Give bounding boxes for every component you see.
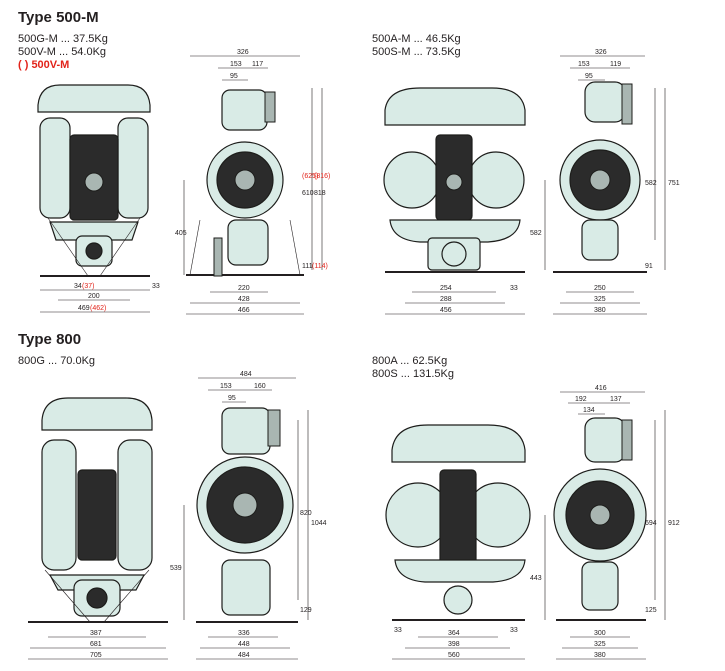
dim-800f-681: 681 (90, 641, 102, 648)
dim-800ms-192: 192 (575, 396, 587, 403)
red-note-text: ( ) 500V-M (18, 59, 70, 71)
dim-800ms-125: 125 (645, 607, 657, 614)
dim-500ms-325: 325 (594, 296, 606, 303)
dim-500ms-582b: 582 (530, 230, 542, 237)
dim-800f-387: 387 (90, 630, 102, 637)
dim-800s-1044: 1044 (311, 520, 327, 527)
dim-800s-153: 153 (220, 383, 232, 390)
pump-800-metal-front-drawing (385, 424, 531, 621)
type-800-right-spec-2: 800S ... 131.5Kg (372, 368, 454, 380)
dim-800ms-443: 443 (530, 575, 542, 582)
pump-500-metal-front-drawing (383, 87, 526, 273)
pump-800-side-drawing (196, 407, 298, 623)
dim-500s-818: 818 (314, 190, 326, 197)
dim-500ms-153: 153 (578, 61, 590, 68)
dim-800ms-380: 380 (594, 652, 606, 659)
dim-500f-469: 469 (78, 305, 90, 312)
dim-800s-448: 448 (238, 641, 250, 648)
dim-800ms-134: 134 (583, 407, 595, 414)
type-500-left-spec-1: 500G-M ... 37.5Kg (18, 33, 108, 45)
pump-800-metal-side-drawing (553, 417, 647, 621)
dim-500f-200: 200 (88, 293, 100, 300)
pump-500-front-drawing (37, 84, 151, 277)
dim-500s-153: 153 (230, 61, 242, 68)
dim-800s-484b: 484 (238, 652, 250, 659)
type-500-right-spec-1: 500A-M ... 46.5Kg (372, 33, 461, 45)
dim-800f-705: 705 (90, 652, 102, 659)
dim-800mf-33a: 33 (394, 627, 402, 634)
dim-500ms-250: 250 (594, 285, 606, 292)
dim-500s-625: (625) (302, 173, 318, 180)
dim-800ms-325: 325 (594, 641, 606, 648)
dim-800mf-398: 398 (448, 641, 460, 648)
dim-500mf-288: 288 (440, 296, 452, 303)
dim-500s-220: 220 (238, 285, 250, 292)
dim-500s-111: 111 (302, 263, 313, 270)
dim-500s-405: 405 (175, 230, 187, 237)
dim-500ms-751: 751 (668, 180, 680, 187)
dim-500ms-95: 95 (585, 73, 593, 80)
dim-800s-484a: 484 (240, 371, 252, 378)
dim-500f-37: (37) (82, 283, 94, 290)
dim-500s-466: 466 (238, 307, 250, 314)
pump-800-front-drawing (28, 397, 168, 623)
dim-500ms-119: 119 (610, 61, 621, 68)
dim-500mf-33: 33 (510, 285, 518, 292)
dim-500f-34: 34 (74, 283, 82, 290)
dim-800s-820: 820 (300, 510, 312, 517)
dim-500mf-456: 456 (440, 307, 452, 314)
dim-800mf-364: 364 (448, 630, 460, 637)
dim-500s-117: 117 (252, 61, 263, 68)
dim-800ms-416: 416 (595, 385, 607, 392)
dim-500s-114: (114) (312, 263, 328, 270)
type-800-title: Type 800 (18, 331, 82, 348)
dim-500ms-380: 380 (594, 307, 606, 314)
dim-800mf-560: 560 (448, 652, 460, 659)
dim-800ms-137: 137 (610, 396, 622, 403)
dim-500mf-254: 254 (440, 285, 452, 292)
dim-800mf-33b: 33 (510, 627, 518, 634)
dim-800s-539: 539 (170, 565, 182, 572)
dim-800s-129: 129 (300, 607, 312, 614)
dim-500f-33: 33 (152, 283, 160, 290)
dim-500s-816: (816) (314, 173, 330, 180)
dim-800ms-694: 694 (645, 520, 657, 527)
dim-500s-428: 428 (238, 296, 250, 303)
type-800-left-spec-1: 800G ... 70.0Kg (18, 355, 96, 367)
pump-500-metal-side-drawing (553, 81, 647, 273)
dim-800s-95: 95 (228, 395, 236, 402)
type-500-title: Type 500-M (18, 9, 99, 26)
dim-500s-610: 610 (302, 190, 314, 197)
dim-500s-95: 95 (230, 73, 238, 80)
type-500-right-spec-2: 500S-M ... 73.5Kg (372, 46, 461, 58)
dim-500s-326: 326 (237, 49, 249, 56)
dim-500ms-91: 91 (645, 263, 653, 270)
type-500-left-red-note: ( ) 500V-M (18, 59, 69, 72)
dimension-lines (28, 55, 666, 660)
dim-500ms-582a: 582 (645, 180, 657, 187)
dim-500ms-326: 326 (595, 49, 607, 56)
type-800-right-spec-1: 800A ... 62.5Kg (372, 355, 448, 367)
dim-800ms-300: 300 (594, 630, 606, 637)
dim-800s-336: 336 (238, 630, 250, 637)
type-500-left-spec-2: 500V-M ... 54.0Kg (18, 46, 107, 58)
pump-500-side-drawing (186, 89, 304, 277)
dim-800s-160: 160 (254, 383, 266, 390)
dim-800ms-912: 912 (668, 520, 680, 527)
dim-500f-462: (462) (90, 305, 106, 312)
